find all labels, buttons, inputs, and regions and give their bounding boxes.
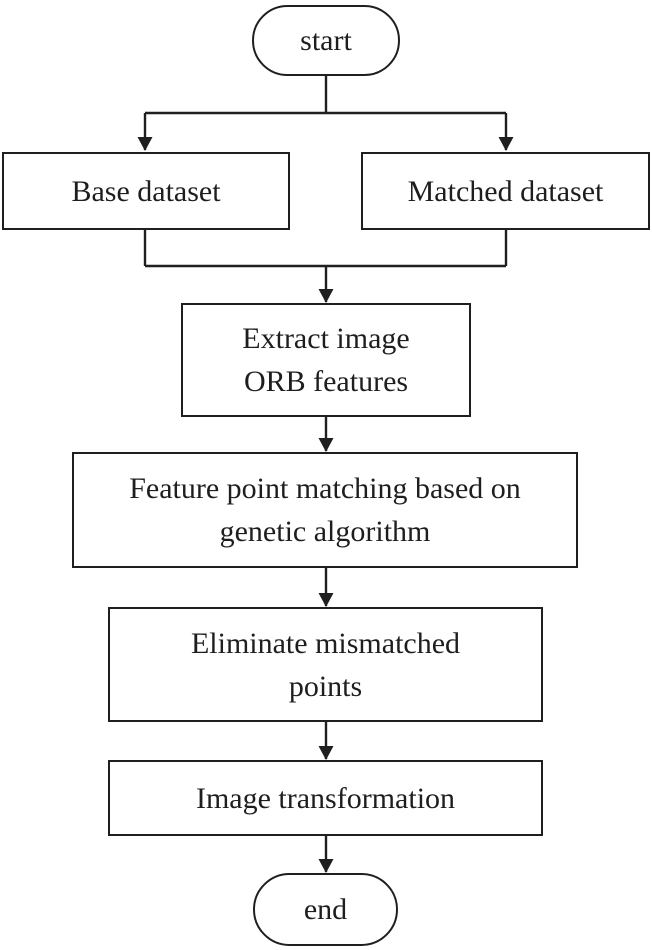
node-eliminate-points-label-line1: Eliminate mismatched [190, 626, 461, 660]
arrowhead-to-eliminate-points [318, 593, 334, 607]
edge-feature-to-eliminate [318, 568, 334, 607]
node-base-dataset-label: Base dataset [71, 174, 221, 208]
node-feature-matching-label-line2: genetic algorithm [219, 515, 431, 548]
node-extract-orb-features: Extract image ORB features [181, 303, 471, 417]
edge-eliminate-to-transform [318, 722, 334, 760]
node-image-transformation: Image transformation [108, 760, 543, 836]
arrowhead-to-extract-orb [318, 289, 334, 303]
node-start: start [252, 5, 400, 76]
node-extract-orb-label-line2: ORB features [243, 365, 409, 398]
node-eliminate-points-label-line2: points [288, 669, 363, 703]
arrowhead-to-base-dataset [137, 137, 153, 151]
node-matched-dataset-label: Matched dataset [407, 174, 604, 208]
node-feature-point-matching: Feature point matching based on genetic … [72, 452, 578, 568]
arrowhead-to-end [318, 859, 334, 873]
edge-merge-to-extract [143, 230, 508, 303]
node-end: end [253, 873, 398, 946]
edge-extract-to-feature [318, 417, 334, 452]
node-matched-dataset: Matched dataset [361, 152, 650, 230]
node-image-transform-label: Image transformation [195, 781, 456, 815]
node-start-label: start [300, 24, 352, 57]
arrowhead-to-image-transform [318, 746, 334, 760]
edge-transform-to-end [318, 836, 334, 873]
node-extract-orb-label-line1: Extract image [242, 322, 410, 355]
edge-start-branch [137, 76, 514, 151]
arrowhead-to-feature-matching [318, 438, 334, 452]
arrowhead-to-matched-dataset [498, 137, 514, 151]
node-eliminate-mismatched-points: Eliminate mismatched points [108, 607, 543, 722]
node-end-label: end [303, 893, 348, 926]
node-base-dataset: Base dataset [2, 152, 290, 230]
node-feature-matching-label-line1: Feature point matching based on [129, 472, 521, 505]
